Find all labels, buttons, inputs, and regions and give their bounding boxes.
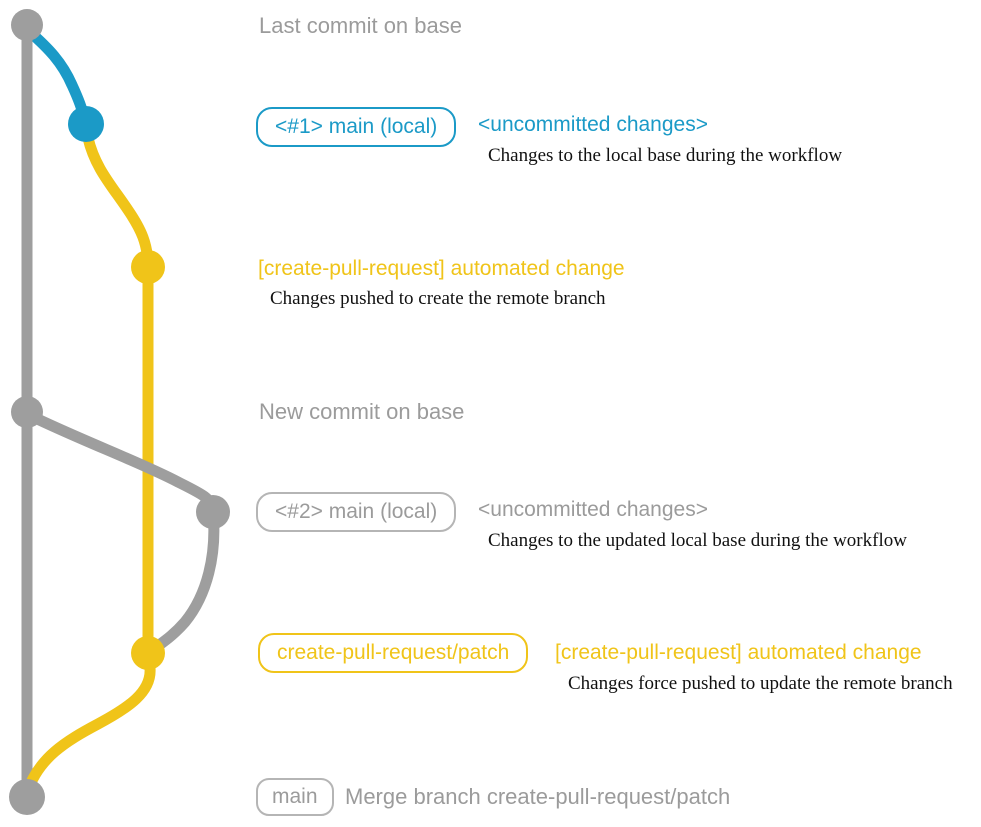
branch-badge-main1: <#1> main (local) (256, 107, 457, 147)
commit1-description: Changes to the local base during the wor… (488, 145, 843, 166)
push1-title: [create-pull-request] automated change (258, 257, 625, 280)
commit-dot-main1 (68, 106, 104, 142)
push1-description: Changes pushed to create the remote bran… (270, 288, 606, 309)
merge-commit-message: Merge branch create-pull-request/patch (345, 784, 731, 809)
push2-title: [create-pull-request] automated change (555, 641, 922, 664)
commit-dot-new-base (11, 396, 43, 428)
branch-badge-main: main (256, 778, 334, 816)
commit-dot-patch2 (131, 636, 165, 670)
commit-dot-patch1 (131, 250, 165, 284)
commit-dot-main2 (196, 495, 230, 529)
commit2-title: <uncommitted changes> (478, 498, 708, 521)
branch-badge-patch: create-pull-request/patch (258, 633, 529, 673)
commit-dot-merge (9, 779, 45, 815)
caption-last-commit: Last commit on base (259, 13, 462, 38)
edge-base-to-main2 (21, 408, 219, 516)
edge-patch-to-merge (21, 662, 156, 799)
branch-badge-main2: <#2> main (local) (256, 492, 457, 532)
commit1-title: <uncommitted changes> (478, 113, 708, 136)
commit2-description: Changes to the updated local base during… (488, 530, 907, 551)
edge-main1-to-patch (82, 132, 154, 273)
edge-main2-to-patch (144, 506, 220, 658)
push2-description: Changes force pushed to update the remot… (568, 673, 953, 694)
caption-new-commit: New commit on base (259, 399, 465, 424)
commit-dot-last-base (11, 9, 43, 41)
